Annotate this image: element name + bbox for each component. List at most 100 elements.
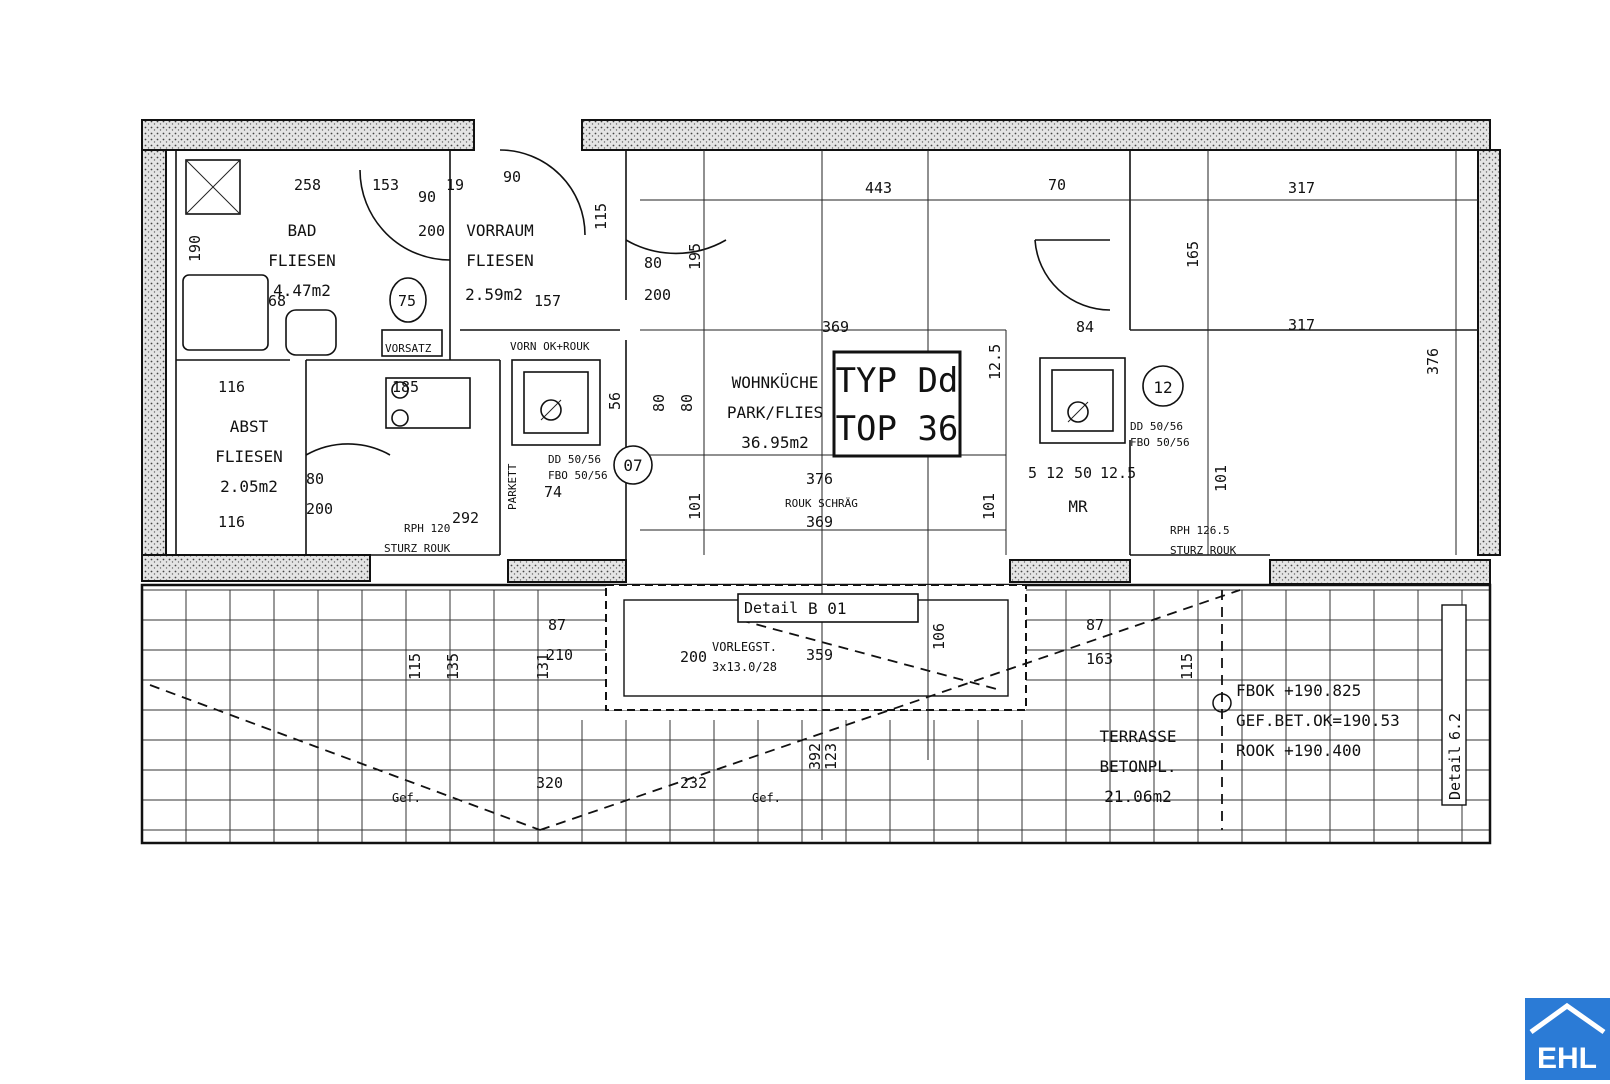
terrace-grid <box>141 589 1490 842</box>
dim-512: 5 12 <box>1028 464 1064 482</box>
dim-195: 195 <box>686 243 704 270</box>
label-sturz1: STURZ ROUK <box>384 542 451 555</box>
room-terrasse-name: TERRASSE <box>1099 727 1176 746</box>
room-vorraum: VORRAUM FLIESEN 2.59m2 <box>465 221 534 304</box>
dim-12: 12.5 <box>986 344 1004 380</box>
label-dd2: DD 50/56 <box>1130 420 1183 433</box>
dim-292: 292 <box>452 509 479 527</box>
dim-90b: 90 <box>503 168 521 186</box>
bottom-wall-right <box>1269 559 1491 585</box>
dimension-labels: 258 153 90 19 90 200 157 115 80 195 200 … <box>186 168 1442 792</box>
detail-label: Detail <box>744 599 798 617</box>
room-vorraum-name: VORRAUM <box>466 221 533 240</box>
label-rph1: RPH 120 <box>404 522 450 535</box>
dim-74: 74 <box>544 483 562 501</box>
label-vorlegst2: 3x13.0/28 <box>712 660 777 674</box>
room-wohnkueche-area: 36.95m2 <box>741 433 808 452</box>
dim-50: 50 <box>1074 464 1092 482</box>
dim-190: 190 <box>186 235 204 262</box>
room-bad-name: BAD <box>288 221 317 240</box>
dim-115: 115 <box>592 203 610 230</box>
dim-80c: 80 <box>650 394 668 412</box>
room-abst-finish: FLIESEN <box>215 447 282 466</box>
dim-123: 123 <box>822 743 840 770</box>
dim-19: 19 <box>446 176 464 194</box>
dim-116b: 116 <box>218 513 245 531</box>
dim-70: 70 <box>1048 176 1066 194</box>
top-wall-left <box>141 119 475 151</box>
dim-200c: 200 <box>306 500 333 518</box>
dim-317b: 317 <box>1288 316 1315 334</box>
level-fbok: FBOK +190.825 <box>1236 681 1361 700</box>
dim-84: 84 <box>1076 318 1094 336</box>
dim-56: 56 <box>606 392 624 410</box>
room-bad-finish: FLIESEN <box>268 251 335 270</box>
dim-376b: 376 <box>1424 348 1442 375</box>
dimension-lines <box>640 150 1478 840</box>
dim-443: 443 <box>865 179 892 197</box>
dim-232: 232 <box>680 774 707 792</box>
dim-87a: 87 <box>548 616 566 634</box>
marker-07-circle <box>613 445 653 485</box>
logo-text: EHL <box>1537 1042 1597 1075</box>
room-terrasse: TERRASSE BETONPL. 21.06m2 <box>1099 727 1176 806</box>
dim-80: 80 <box>644 254 662 272</box>
dim-101c: 101 <box>1212 465 1230 492</box>
unit-type-box <box>832 350 962 458</box>
top-wall-right <box>581 119 1491 151</box>
bottom-wall-left <box>141 554 371 582</box>
dim-210: 210 <box>546 646 573 664</box>
label-rph2: RPH 126.5 <box>1170 524 1230 537</box>
detail-box <box>737 593 919 623</box>
dim-101a: 101 <box>686 493 704 520</box>
dim-320: 320 <box>536 774 563 792</box>
dim-87b: 87 <box>1086 616 1104 634</box>
label-parkett: PARKETT <box>506 463 519 510</box>
dim-376a: 376 <box>806 470 833 488</box>
dim-80b: 80 <box>306 470 324 488</box>
label-vorn: VORN OK+ROUK <box>510 340 590 353</box>
dim-157: 157 <box>534 292 561 310</box>
door-swings <box>305 149 1111 456</box>
room-wohnkueche-finish: PARK/FLIES <box>727 403 823 422</box>
dim-115b: 115 <box>1178 653 1196 680</box>
logo-bg <box>1525 998 1610 1080</box>
label-fbo1: FBO 50/56 <box>548 469 608 482</box>
left-wall <box>141 149 167 556</box>
small-labels: VORSATZ VORN OK+ROUK ROUK SCHRÄG DD 50/5… <box>384 340 1237 805</box>
level-datum-icon <box>1212 693 1232 713</box>
dim-115c: 115 <box>406 653 424 680</box>
dim-131: 131 <box>534 653 552 680</box>
label-sturz2: STURZ ROUK <box>1170 544 1237 557</box>
dim-125: 12.5 <box>1100 464 1136 482</box>
room-bad-area: 4.47m2 <box>273 281 331 300</box>
dim-200a: 200 <box>418 222 445 240</box>
marker-12: 12 <box>1153 378 1172 397</box>
label-vorsatz: VORSATZ <box>385 342 432 355</box>
right-wall <box>1477 149 1501 556</box>
detail-right-label: Detail <box>1446 746 1464 800</box>
room-abst-name: ABST <box>230 417 269 436</box>
room-vorraum-finish: FLIESEN <box>466 251 533 270</box>
label-vorlegst: VORLEGST. <box>712 640 777 654</box>
room-terrasse-finish: BETONPL. <box>1099 757 1176 776</box>
dim-90: 90 <box>418 188 436 206</box>
unit-type-line: TYP Dd <box>836 361 959 401</box>
shafts <box>511 357 1126 446</box>
level-rook: ROOK +190.400 <box>1236 741 1361 760</box>
dim-80d: 80 <box>678 394 696 412</box>
bath-fixtures <box>182 159 471 429</box>
dim-392: 392 <box>806 743 824 770</box>
dim-153: 153 <box>372 176 399 194</box>
level-gef: GEF.BET.OK=190.53 <box>1236 711 1400 730</box>
slope-lines <box>149 589 1241 831</box>
marker-mr: MR <box>1068 497 1088 516</box>
room-vorraum-area: 2.59m2 <box>465 285 523 304</box>
label-rouk: ROUK SCHRÄG <box>785 497 858 510</box>
dim-200d: 200 <box>680 648 707 666</box>
room-wohnkueche-name: WOHNKÜCHE <box>732 373 819 392</box>
dim-68: 68 <box>268 292 286 310</box>
unit-top-line: TOP 36 <box>836 409 959 449</box>
dim-165: 165 <box>1184 241 1202 268</box>
